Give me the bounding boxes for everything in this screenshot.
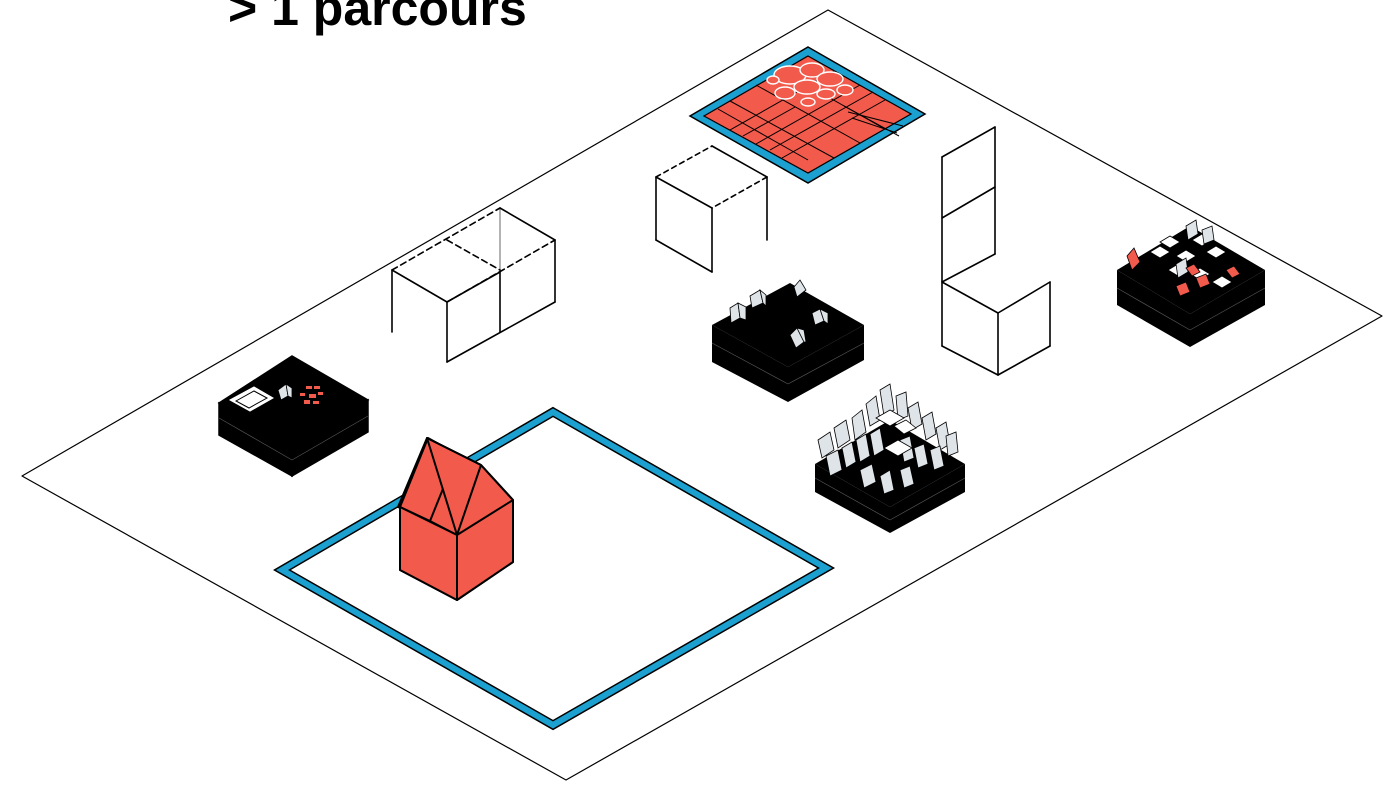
- floor-square-blue: [273, 406, 836, 731]
- circle-cluster: [766, 62, 854, 107]
- floor-plane: [21, 9, 1383, 781]
- red-tiled-square: [688, 46, 927, 184]
- black-block-right: [1116, 219, 1266, 347]
- white-frame-small: [655, 145, 768, 273]
- white-frame-tower: [941, 126, 1051, 376]
- black-block-center: [711, 279, 865, 402]
- black-block-cubes: [814, 383, 966, 533]
- red-folded-panel: [397, 437, 514, 601]
- diagram-title: > 1 parcours: [228, 0, 527, 36]
- black-block-left: [217, 355, 370, 478]
- white-frame-long: [391, 207, 556, 363]
